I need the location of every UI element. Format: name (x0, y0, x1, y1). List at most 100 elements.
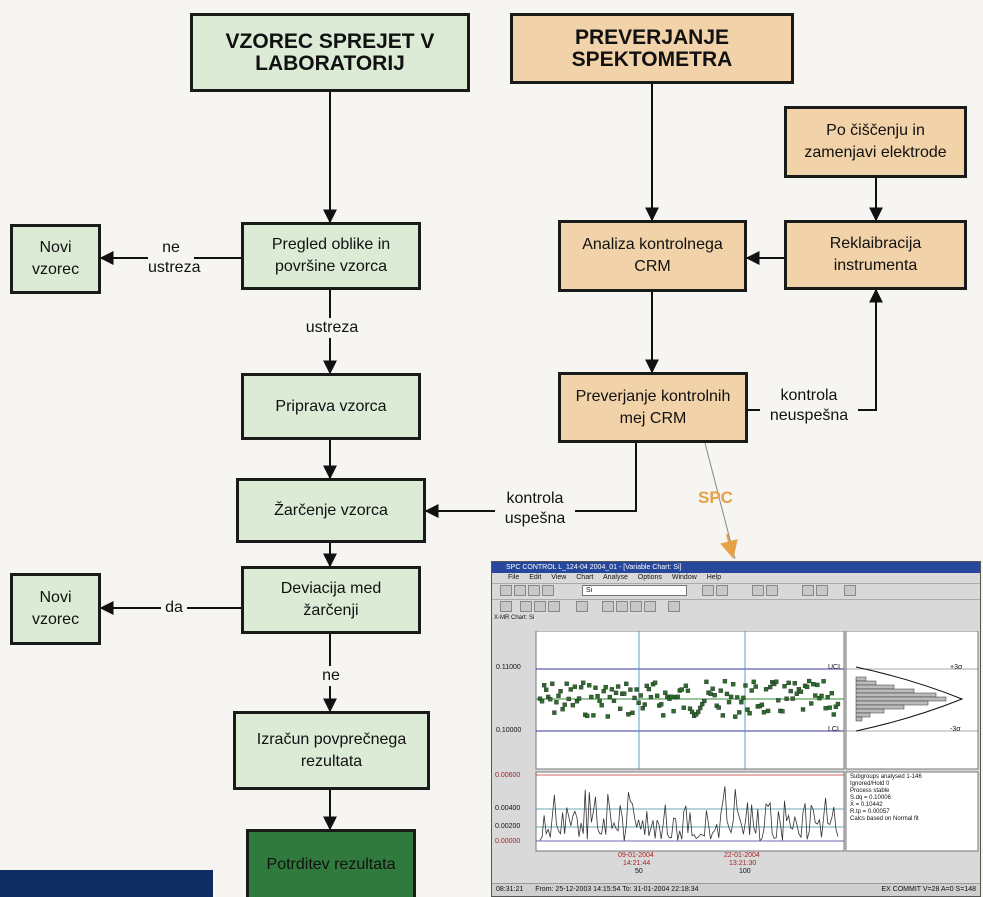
series-marker (763, 687, 769, 692)
series-marker (774, 679, 779, 684)
tool-icon[interactable] (668, 601, 680, 612)
menu-file[interactable]: File (508, 574, 520, 581)
tool-icon[interactable] (802, 585, 814, 596)
tool-icon[interactable] (844, 585, 856, 596)
zoom-out-icon[interactable] (548, 601, 560, 612)
menu-help[interactable]: Help (706, 574, 722, 581)
zoom-in-icon[interactable] (534, 601, 546, 612)
series-marker (827, 705, 832, 710)
node-analyze-crm: Analiza kontrolnega CRM (558, 220, 747, 292)
save-icon[interactable] (514, 585, 526, 596)
series-marker (718, 688, 723, 693)
node-recalibrate: Reklaibracija instrumenta (784, 220, 967, 290)
node-check-spectrometer: PREVERJANJE SPEKTOMETRA (510, 13, 794, 84)
series-marker (578, 685, 584, 690)
histogram (855, 676, 947, 722)
series-marker (640, 706, 645, 711)
series-marker (632, 695, 637, 701)
node-spark-sample: Žarčenje vzorca (236, 478, 426, 543)
series-marker (835, 701, 841, 707)
menu-options[interactable]: Options (637, 574, 662, 581)
series-marker (745, 707, 750, 712)
node-verify-limits: Preverjanje kontrolnih mej CRM (558, 372, 748, 443)
tool-icon[interactable] (616, 601, 628, 612)
print-icon[interactable] (528, 585, 540, 596)
tool-icon[interactable] (766, 585, 778, 596)
series-marker (702, 698, 707, 704)
tool-icon[interactable] (576, 601, 588, 612)
series-marker (683, 683, 689, 688)
menu-chart[interactable]: Chart (576, 574, 594, 581)
series-marker (675, 694, 680, 699)
node-sample-received: VZOREC SPREJET V LABORATORIJ (190, 13, 470, 92)
series-marker (831, 712, 836, 717)
series-marker (704, 679, 709, 685)
series-marker (735, 695, 740, 700)
tool-icon[interactable] (816, 585, 828, 596)
series-marker (638, 693, 643, 698)
range-series-line (539, 786, 839, 842)
series-marker (548, 697, 553, 702)
status-right: EX COMMIT V=28 A=0 S=148 (881, 886, 976, 893)
series-marker (821, 679, 826, 684)
tool-icon[interactable] (644, 601, 656, 612)
series-marker (539, 699, 545, 704)
open-icon[interactable] (500, 585, 512, 596)
tool-icon[interactable] (716, 585, 728, 596)
menu-analyse[interactable]: Analyse (602, 574, 628, 581)
series-marker (636, 700, 641, 705)
series-marker (728, 694, 734, 700)
menu-view[interactable]: View (551, 574, 567, 581)
series-marker (634, 687, 639, 692)
tool-icon[interactable] (602, 601, 614, 612)
series-marker (558, 689, 563, 694)
series-marker (642, 702, 647, 707)
series-marker (648, 695, 654, 700)
series-marker (731, 682, 736, 687)
series-marker (809, 701, 814, 706)
series-markers (537, 678, 841, 719)
node-recalibrate-text: Reklaibracija instrumenta (829, 235, 922, 274)
series-marker (798, 689, 804, 694)
series-marker (765, 708, 771, 714)
series-marker (800, 707, 806, 712)
variable-select[interactable]: Si (582, 585, 687, 596)
node-check-spectrometer-text: PREVERJANJE SPEKTOMETRA (571, 25, 733, 71)
stat-line: R.tp = 0.00057 (850, 809, 890, 815)
series-marker (749, 688, 754, 693)
tool-icon[interactable] (702, 585, 714, 596)
node-verify-limits-text: Preverjanje kontrolnih mej CRM (575, 387, 731, 427)
series-marker (568, 687, 573, 692)
status-time: 08:31:21 (496, 886, 524, 893)
series-marker (759, 702, 765, 707)
sigma-minus-label: -3σ (950, 726, 961, 733)
series-marker (786, 680, 791, 686)
y-tick-top-1: 0.11000 (496, 664, 521, 671)
tool-icon[interactable] (752, 585, 764, 596)
node-prepare-sample: Priprava vzorca (241, 373, 421, 440)
node-confirm: Potrditev rezultata (246, 829, 416, 897)
series-marker (628, 687, 633, 692)
series-marker (652, 680, 658, 685)
series-marker (708, 691, 713, 697)
menu-window[interactable]: Window (671, 574, 697, 581)
series-marker (601, 688, 606, 694)
series-marker (807, 678, 812, 684)
series-marker (552, 710, 557, 715)
series-marker (626, 712, 631, 717)
series-marker (615, 684, 621, 689)
series-marker (593, 685, 598, 690)
zoom-icon[interactable] (500, 601, 512, 612)
menu-edit[interactable]: Edit (529, 574, 542, 581)
y-tick-top-2: 0.10000 (496, 727, 522, 734)
series-marker (646, 686, 652, 692)
series-marker (611, 698, 617, 703)
label-spc: SPC (698, 488, 733, 507)
series-marker (696, 709, 701, 715)
lcl-label: LCL (828, 726, 841, 733)
series-marker (624, 681, 629, 687)
tool-icon[interactable] (630, 601, 642, 612)
series-marker (739, 699, 744, 705)
grid-icon[interactable] (520, 601, 532, 612)
lock-icon[interactable] (542, 585, 554, 596)
